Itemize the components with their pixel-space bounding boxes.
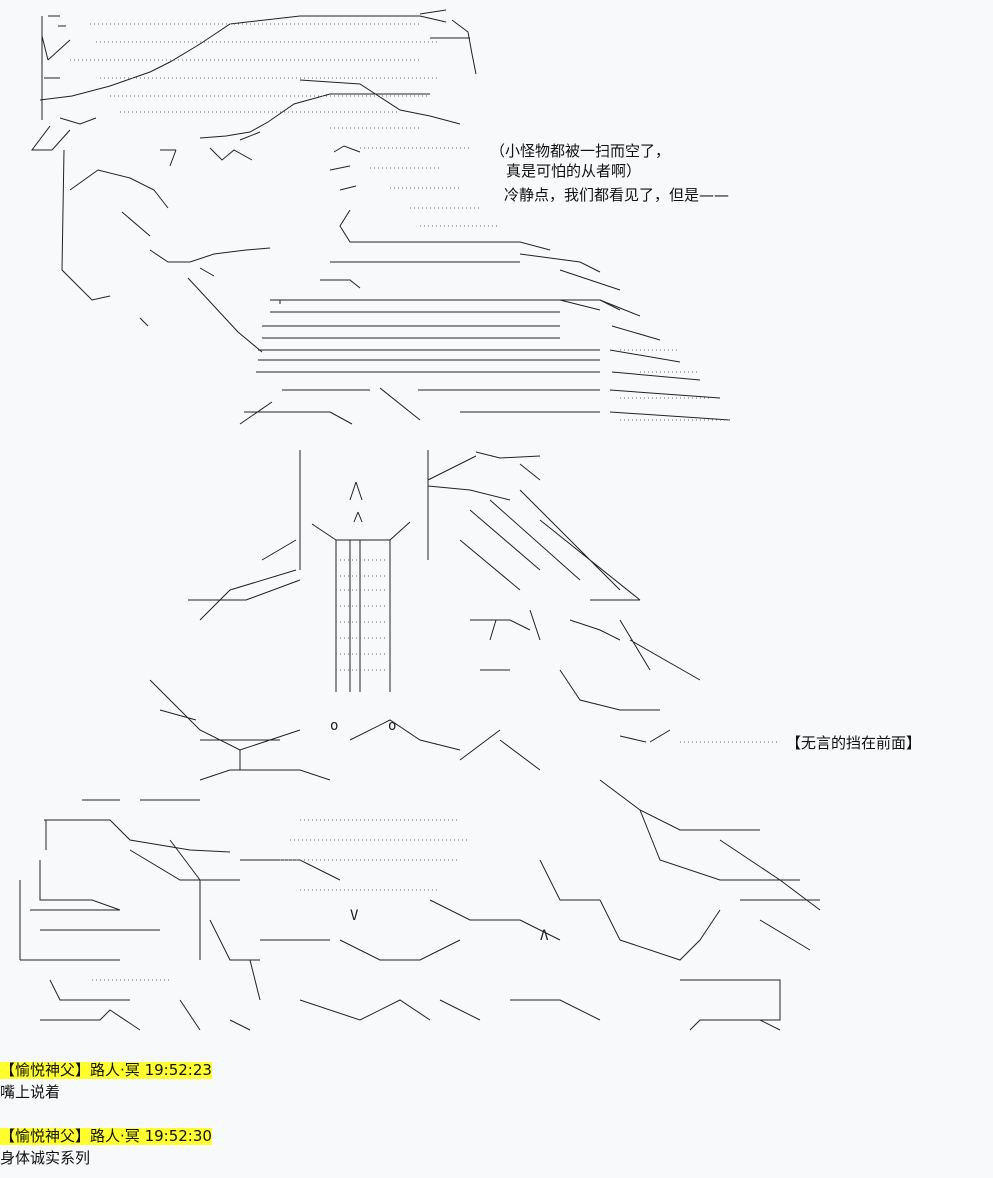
comment-tag: 【愉悦神父】 [0, 1061, 91, 1079]
comment-header: 【愉悦神父】路人·冥 19:52:30 [0, 1128, 212, 1145]
caption-silent-block: 【无言的挡在前面】 [786, 734, 922, 752]
svg-text:o: o [388, 718, 396, 734]
ascii-art-panel-upper [31, 9, 731, 425]
ascii-art-panel-lower: o o V Λ [19, 450, 821, 1031]
comment-user[interactable]: 路人·冥 [90, 1127, 140, 1145]
comment-user[interactable]: 路人·冥 [90, 1061, 140, 1079]
comment-text: 身体诚实系列 [0, 1149, 91, 1167]
comment-tag: 【愉悦神父】 [0, 1127, 91, 1145]
speech-line-1: （小怪物都被一扫而空了， [490, 142, 671, 160]
comment-header: 【愉悦神父】路人·冥 19:52:23 [0, 1062, 212, 1079]
comment-text: 嘴上说着 [0, 1083, 61, 1101]
svg-text:Λ: Λ [540, 928, 549, 944]
svg-text:V: V [350, 908, 359, 924]
comment-time: 19:52:23 [144, 1061, 212, 1079]
comment-time: 19:52:30 [144, 1127, 212, 1145]
speech-line-2: 真是可怕的从者啊） [506, 162, 642, 180]
svg-text:o: o [330, 718, 338, 734]
speech-line-3: 冷静点，我们都看见了，但是—— [504, 186, 730, 204]
